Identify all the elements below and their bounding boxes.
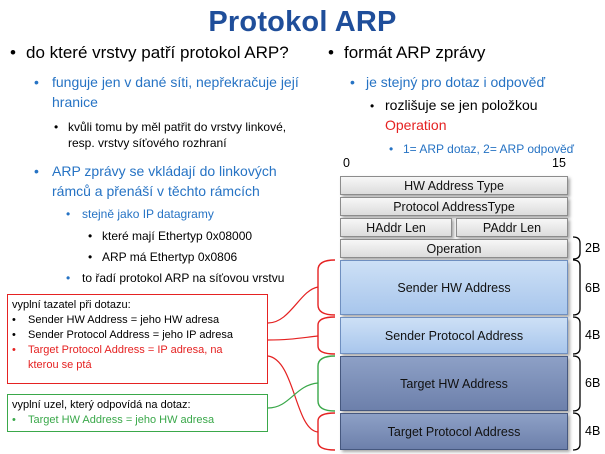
left-p2-line1: ARP zprávy se vkládají do linkových [52, 163, 277, 179]
bullet-dot: • [350, 74, 355, 90]
bullet-dot: • [10, 43, 16, 62]
bullet-dot: • [66, 271, 71, 285]
bullet-dot: • [88, 229, 93, 243]
field-protocol-address-type: Protocol AddressType [340, 197, 568, 216]
left-p1-sub-line1: kvůli tomu by měl patřit do vrstvy linko… [68, 120, 287, 134]
bullet-dot: • [389, 142, 394, 156]
field-sender-protocol-address: Sender Protocol Address [340, 317, 568, 354]
left-p2-line2: rámců a přenáší v těchto rámcích [52, 183, 260, 199]
bullet-dot: • [34, 163, 39, 179]
field-paddr-len: PAddr Len [456, 218, 568, 237]
size-label-operation: 2B [585, 241, 601, 255]
field-sender-hw-address: Sender HW Address [340, 260, 568, 315]
bullet-dot: • [370, 99, 375, 113]
page-title: Protokol ARP [208, 6, 397, 38]
annotation-requester-head: vyplní tazatel při dotazu: [12, 299, 131, 311]
field-haddr-len: HAddr Len [340, 218, 452, 237]
left-p1-line1: funguje jen v dané síti, nepřekračuje je… [52, 74, 299, 90]
bullet-dot: • [54, 120, 59, 134]
list-item: •Target Protocol Address = IP adresa, na [12, 344, 223, 356]
right-p1-sub: rozlišuje se jen položkou [385, 97, 538, 113]
size-label-target-hw: 6B [585, 376, 601, 390]
annotation-responder-head: vyplní uzel, který odpovídá na dotaz: [12, 399, 191, 411]
size-label-sender-proto: 4B [585, 328, 601, 342]
size-label-sender-hw: 6B [585, 281, 601, 295]
left-p1-line2: hranice [52, 94, 98, 110]
left-p2-sub-b: ARP má Ethertyp 0x0806 [102, 250, 238, 264]
left-p2-sub-a: které mají Ethertyp 0x08000 [102, 229, 253, 243]
left-p1-sub-line2: resp. vrstvy síťového rozhraní [68, 136, 227, 150]
field-operation: Operation [340, 239, 568, 258]
bullet-dot: • [34, 74, 39, 90]
bullet-dot: • [88, 250, 93, 264]
annotation-responder: vyplní uzel, který odpovídá na dotaz: •T… [7, 394, 268, 432]
list-item: kterou se ptá [28, 359, 92, 371]
field-hw-address-type: HW Address Type [340, 176, 568, 195]
left-p2-sub: stejně jako IP datagramy [82, 207, 214, 221]
operation-label: Operation [385, 117, 447, 133]
right-p1-sub-sub: 1= ARP dotaz, 2= ARP odpověď [403, 142, 575, 156]
list-item: •Sender HW Address = jeho HW adresa [12, 314, 220, 326]
bullet-dot: • [328, 43, 334, 62]
left-p2-sub2: to řadí protokol ARP na síťovou vrstvu [82, 271, 285, 285]
field-target-protocol-address: Target Protocol Address [340, 413, 568, 450]
size-label-target-proto: 4B [585, 424, 601, 438]
left-heading: do které vrstvy patří protokol ARP? [26, 43, 289, 62]
bit-end-label: 15 [552, 156, 566, 170]
bit-start-label: 0 [343, 156, 350, 170]
bullet-dot: • [66, 207, 71, 221]
right-p1: je stejný pro dotaz i odpověď [366, 74, 546, 90]
right-heading: formát ARP zprávy [344, 43, 486, 62]
list-item: •Sender Protocol Address = jeho IP adres… [12, 329, 233, 341]
list-item: •Target HW Address = jeho HW adresa [12, 414, 215, 426]
field-target-hw-address: Target HW Address [340, 356, 568, 411]
annotation-requester: vyplní tazatel při dotazu: •Sender HW Ad… [7, 294, 268, 384]
